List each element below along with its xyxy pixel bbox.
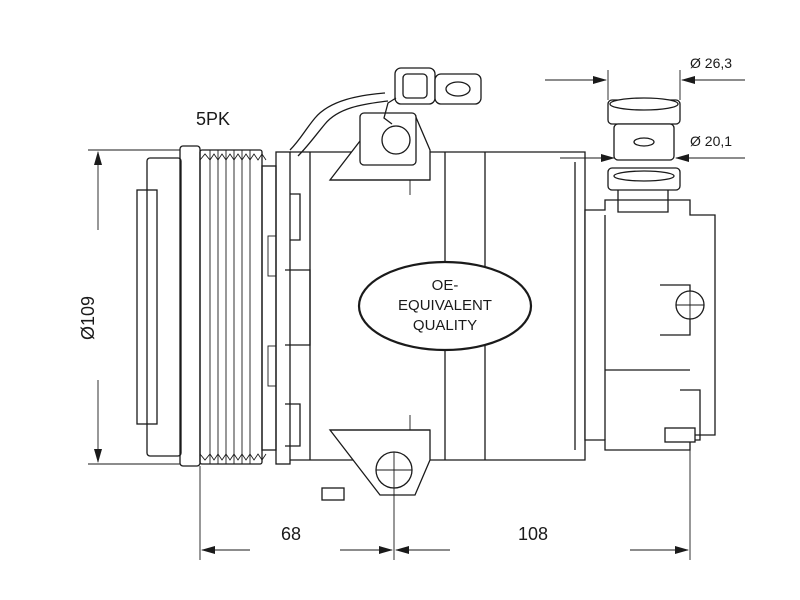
compressor-body (285, 112, 586, 501)
badge-line-1: OE- (432, 277, 459, 294)
badge-line-3: QUALITY (413, 317, 477, 334)
dimension-lines (88, 70, 745, 560)
pulley-diameter-label: Ø109 (78, 296, 98, 340)
oe-quality-badge: OE- EQUIVALENT QUALITY (357, 260, 533, 352)
refrigerant-port (607, 97, 681, 213)
port-inner-diameter-label: Ø 20,1 (690, 133, 732, 149)
length-front-label: 68 (281, 524, 301, 544)
belt-profile-label: 5PK (196, 109, 230, 129)
rear-head (584, 199, 716, 451)
pulley-grooves (199, 149, 267, 465)
clutch-assembly (136, 145, 291, 467)
badge-line-2: EQUIVALENT (398, 297, 492, 314)
length-rear-label: 108 (518, 524, 548, 544)
port-outer-diameter-label: Ø 26,3 (690, 55, 732, 71)
electrical-connector (289, 67, 482, 157)
